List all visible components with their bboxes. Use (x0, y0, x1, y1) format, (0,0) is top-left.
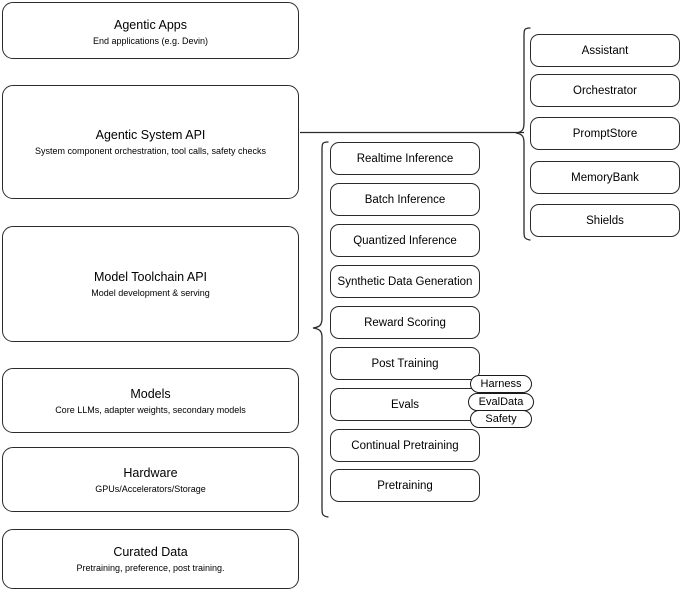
chip-label: Post Training (371, 357, 439, 370)
chip-label: Batch Inference (364, 193, 446, 206)
chip-label: Reward Scoring (364, 316, 446, 329)
layer-box-hardware[interactable]: Hardware GPUs/Accelerators/Storage (2, 447, 299, 512)
layer-title: Agentic Apps (114, 18, 187, 32)
component-chip-memorybank[interactable]: MemoryBank (530, 161, 680, 194)
capability-chip-continual-pretraining[interactable]: Continual Pretraining (330, 429, 480, 462)
capability-chip-synthetic-data-generation[interactable]: Synthetic Data Generation (330, 265, 480, 298)
chip-label: Orchestrator (573, 84, 637, 97)
layer-subtitle: GPUs/Accelerators/Storage (95, 484, 206, 494)
component-chip-promptstore[interactable]: PromptStore (530, 117, 680, 150)
brace-right-column (514, 26, 532, 242)
chip-label: MemoryBank (571, 171, 639, 184)
layer-box-agentic-system-api[interactable]: Agentic System API System component orch… (2, 85, 299, 199)
chip-label: Continual Pretraining (351, 439, 459, 452)
capability-chip-post-training[interactable]: Post Training (330, 347, 480, 380)
chip-label: PromptStore (572, 127, 638, 140)
capability-chip-batch-inference[interactable]: Batch Inference (330, 183, 480, 216)
layer-title: Hardware (123, 466, 178, 480)
capability-chip-realtime-inference[interactable]: Realtime Inference (330, 142, 480, 175)
layer-subtitle: Model development & serving (91, 288, 210, 298)
component-chip-orchestrator[interactable]: Orchestrator (530, 74, 680, 107)
chip-label: Realtime Inference (356, 152, 454, 165)
chip-label: Assistant (581, 44, 629, 57)
layer-box-models[interactable]: Models Core LLMs, adapter weights, secon… (2, 368, 299, 433)
layer-subtitle: Pretraining, preference, post training. (76, 563, 225, 573)
component-chip-assistant[interactable]: Assistant (530, 34, 680, 67)
layer-box-agentic-apps[interactable]: Agentic Apps End applications (e.g. Devi… (2, 2, 299, 59)
brace-middle-column (310, 140, 330, 520)
eval-pill-safety[interactable]: Safety (470, 410, 532, 428)
eval-pill-harness[interactable]: Harness (470, 375, 532, 393)
layer-subtitle: Core LLMs, adapter weights, secondary mo… (55, 405, 246, 415)
connector-system-api-to-components (300, 126, 526, 140)
pill-label: Safety (485, 412, 517, 425)
pill-label: EvalData (478, 395, 524, 408)
layer-title: Agentic System API (95, 128, 206, 142)
layer-title: Curated Data (113, 545, 188, 559)
capability-chip-quantized-inference[interactable]: Quantized Inference (330, 224, 480, 257)
layer-title: Model Toolchain API (93, 270, 208, 284)
layer-box-model-toolchain-api[interactable]: Model Toolchain API Model development & … (2, 226, 299, 342)
chip-label: Quantized Inference (353, 234, 457, 247)
layer-box-curated-data[interactable]: Curated Data Pretraining, preference, po… (2, 529, 299, 589)
chip-label: Pretraining (377, 479, 433, 492)
layer-subtitle: System component orchestration, tool cal… (34, 146, 267, 156)
capability-chip-reward-scoring[interactable]: Reward Scoring (330, 306, 480, 339)
capability-chip-pretraining[interactable]: Pretraining (330, 469, 480, 502)
eval-pill-evaldata[interactable]: EvalData (468, 393, 534, 411)
layer-title: Models (130, 387, 171, 401)
chip-label: Synthetic Data Generation (337, 275, 473, 288)
layer-subtitle: End applications (e.g. Devin) (92, 36, 209, 46)
pill-label: Harness (480, 377, 522, 390)
chip-label: Shields (586, 214, 624, 227)
component-chip-shields[interactable]: Shields (530, 204, 680, 237)
capability-chip-evals[interactable]: Evals (330, 388, 480, 421)
chip-label: Evals (390, 398, 420, 411)
